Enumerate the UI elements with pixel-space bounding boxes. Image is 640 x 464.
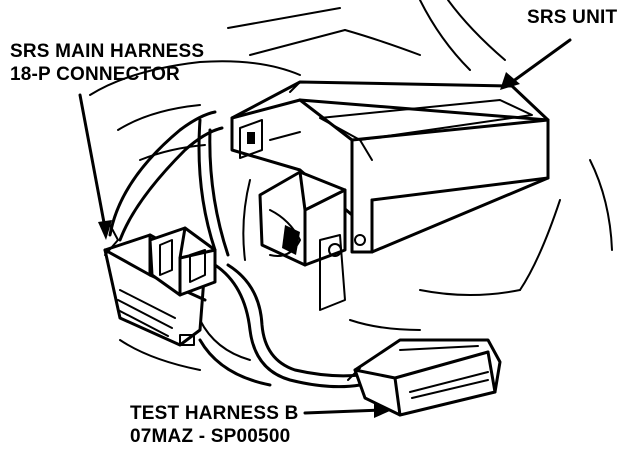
leader-arrows [78,38,572,418]
test-harness-connector [347,338,502,417]
srs-unit-illustration [230,80,550,254]
test-harness-label: TEST HARNESS B 07MAZ - SP00500 [130,402,299,448]
vehicle-body-outline [89,0,613,361]
harness-wiring [108,110,362,389]
main-harness-connector [103,224,217,347]
srs-unit-bracket [242,170,347,311]
main-harness-label-line2: 18-P CONNECTOR [10,64,180,85]
main-harness-label: SRS MAIN HARNESS 18-P CONNECTOR [10,40,204,86]
srs-unit-label: SRS UNIT [527,6,617,29]
main-harness-label-line1: SRS MAIN HARNESS [10,41,205,62]
srs-unit-label-text: SRS UNIT [527,7,618,28]
test-harness-label-line1: TEST HARNESS B [130,403,299,424]
test-harness-label-line2: 07MAZ - SP00500 [130,426,291,447]
